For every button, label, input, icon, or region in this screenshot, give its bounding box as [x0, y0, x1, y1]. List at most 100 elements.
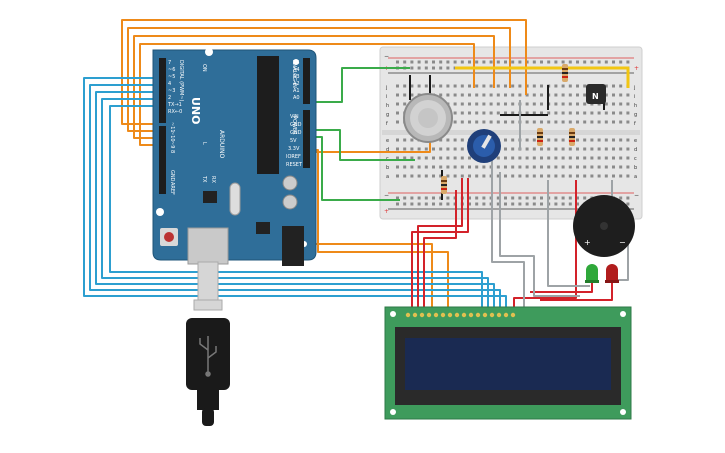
wire-blue-5[interactable] [109, 105, 483, 315]
breadboard-hole [604, 93, 608, 97]
breadboard-plus-top-right: + [634, 65, 639, 72]
pin-label-d2: 2 [168, 95, 171, 101]
breadboard-hole [612, 60, 615, 64]
gas-sensor[interactable] [403, 93, 453, 143]
breadboard-hole [540, 165, 543, 169]
breadboard-hole [396, 147, 399, 151]
breadboard-hole [511, 111, 515, 115]
buzzer[interactable]: + − [573, 195, 635, 257]
breadboard-hole [568, 202, 572, 206]
pin-label-aref: AREF [169, 182, 175, 195]
usb-cable[interactable] [186, 261, 230, 426]
breadboard-hole [453, 165, 457, 169]
breadboard-hole [619, 165, 623, 169]
breadboard-hole [518, 93, 522, 97]
wire-orange-4[interactable] [139, 43, 475, 146]
lcd-screen [405, 338, 611, 390]
led-red[interactable] [605, 264, 619, 283]
breadboard-hole [396, 60, 399, 64]
breadboard-hole [604, 165, 608, 169]
breadboard-hole [403, 102, 407, 106]
breadboard-hole [597, 138, 601, 142]
capacitor [282, 194, 298, 210]
breadboard-hole [417, 66, 421, 70]
power-jack[interactable] [282, 226, 304, 266]
breadboard-hole [576, 120, 579, 124]
resistor[interactable] [537, 128, 543, 146]
wire-blue-1[interactable] [83, 77, 507, 315]
wire-green-a0[interactable] [308, 67, 410, 103]
breadboard-hole [489, 60, 493, 64]
breadboard-hole [612, 111, 615, 115]
breadboard-hole [583, 102, 587, 106]
resistor[interactable] [562, 64, 568, 82]
breadboard-hole [432, 165, 435, 169]
breadboard-hole [554, 174, 558, 178]
breadboard-hole [525, 196, 529, 200]
breadboard-hole [576, 196, 579, 200]
breadboard-hole [446, 138, 450, 142]
row-letter-f-left: f [386, 121, 388, 127]
digital-header-2 [159, 126, 166, 194]
breadboard-hole [511, 138, 515, 142]
wire-red-3[interactable] [423, 190, 457, 315]
breadboard-hole [468, 84, 471, 88]
wire-blue-4[interactable] [101, 98, 489, 315]
breadboard-hole [612, 147, 615, 151]
wire-red-2[interactable] [417, 178, 463, 315]
breadboard-hole [410, 60, 414, 64]
breadboard-minus-bottom-right: − [634, 192, 639, 199]
wire-orange-1[interactable] [121, 19, 527, 125]
breadboard-hole [403, 60, 407, 64]
breadboard-hole [511, 202, 515, 206]
potentiometer[interactable] [467, 129, 501, 163]
breadboard-hole [432, 174, 435, 178]
wire-red-1[interactable] [411, 178, 469, 315]
breadboard-hole [475, 102, 479, 106]
wire-green-gnd[interactable] [308, 129, 415, 161]
breadboard-hole [475, 93, 479, 97]
wire-orange-3[interactable] [133, 35, 495, 139]
breadboard-hole [432, 156, 435, 160]
breadboard-hole [597, 156, 601, 160]
breadboard-hole [583, 93, 587, 97]
breadboard-hole [518, 202, 522, 206]
breadboard-hole [597, 60, 601, 64]
breadboard-hole [446, 202, 450, 206]
wire-gray-2[interactable] [499, 172, 580, 297]
breadboard-plus-bottom: + [384, 208, 389, 215]
breadboard-hole [432, 202, 435, 206]
usb-port[interactable] [187, 227, 229, 265]
analog-header-label: ANALOG IN [291, 60, 297, 88]
breadboard-hole [468, 93, 471, 97]
led-green[interactable] [585, 264, 599, 283]
breadboard-hole [561, 60, 565, 64]
wire-gray-1[interactable] [491, 140, 525, 315]
breadboard-hole [489, 120, 493, 124]
row-letter-b: b [634, 165, 637, 171]
pin-label-a2: A2 [293, 81, 300, 87]
wire-blue-2[interactable] [89, 84, 501, 315]
breadboard-hole [597, 111, 601, 115]
arduino-uno[interactable]: UNO ARDUINO DIGITAL (PWM~) ANALOG IN POW… [152, 48, 317, 266]
resistor[interactable] [569, 128, 575, 146]
lcd-pin-header [405, 312, 516, 318]
breadboard-hole [626, 120, 630, 124]
jumper-yellow[interactable] [455, 66, 630, 88]
wire-gray-3[interactable] [547, 180, 590, 287]
capacitor [282, 175, 298, 191]
tx-label: TX [201, 175, 207, 183]
lcd-display[interactable] [384, 306, 632, 420]
breadboard-hole [568, 111, 572, 115]
wire-blue-3[interactable] [95, 91, 495, 315]
resistor[interactable] [441, 176, 447, 194]
wire-red-5[interactable] [530, 270, 593, 293]
pin-label-gnd: GND [169, 170, 175, 182]
breadboard-minus-bottom: − [384, 192, 389, 199]
breadboard-hole [475, 202, 479, 206]
breadboard-hole [525, 202, 529, 206]
transistor[interactable]: N [586, 84, 606, 104]
breadboard-hole [518, 174, 522, 178]
breadboard-hole [410, 66, 414, 70]
breadboard-hole [525, 156, 529, 160]
